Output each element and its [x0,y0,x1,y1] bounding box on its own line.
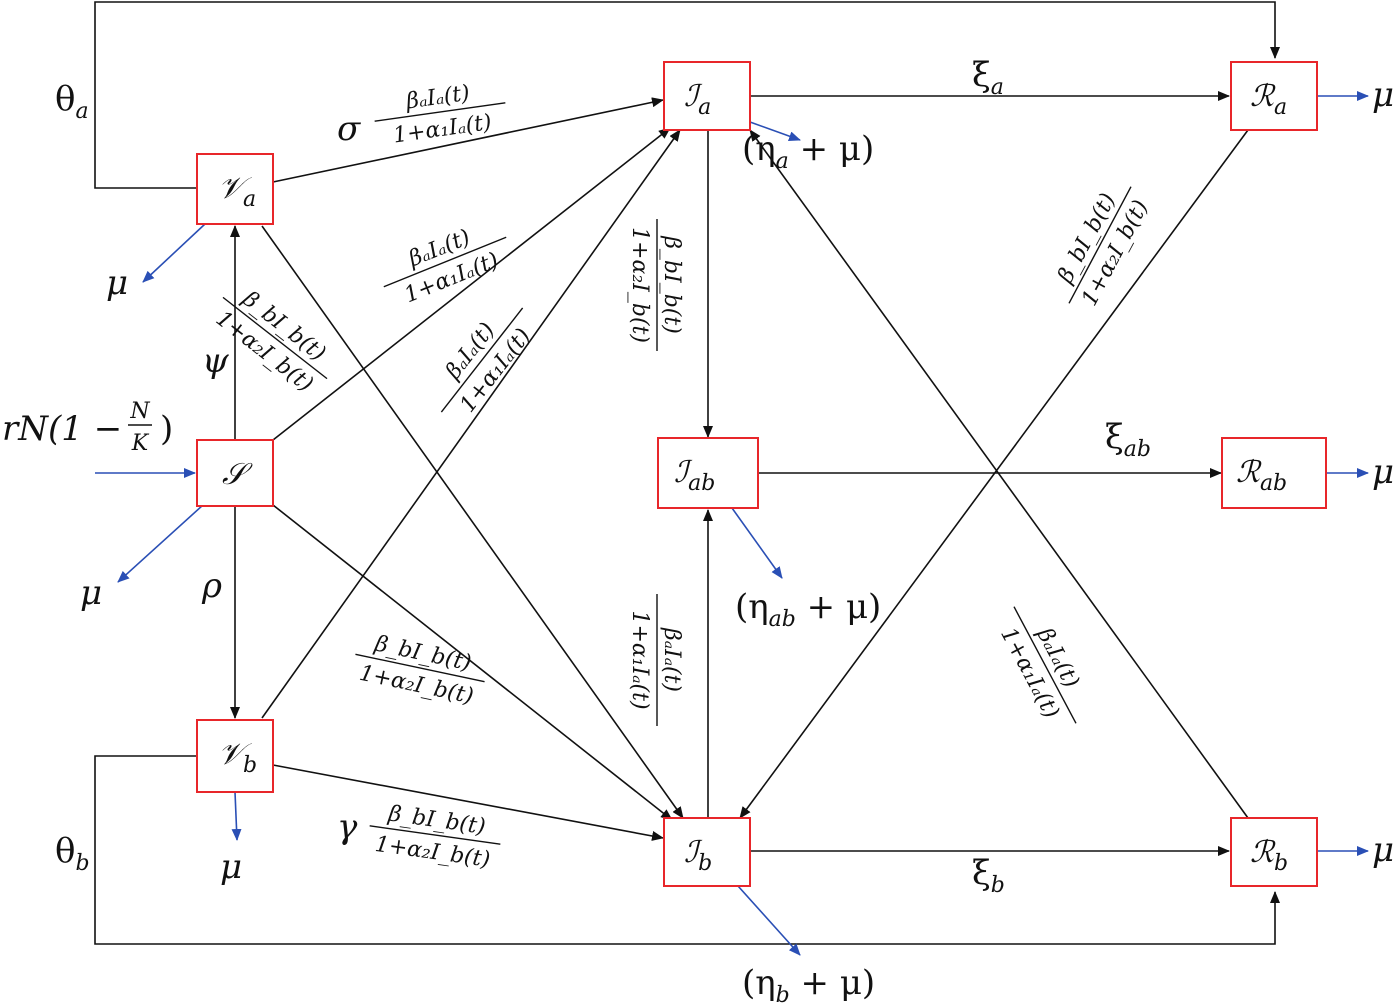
frac-ra-ib: β_bI_b(t) 1+α₂I_b(t) [1053,186,1154,310]
label-xi-ab: ξab [1105,417,1151,462]
svg-text:ℛab: ℛab [1236,455,1287,496]
edge-va-ia [272,97,664,183]
label-xi-b: ξb [972,853,1005,898]
node-vb: 𝒱b [196,719,274,793]
node-iab-sub: ab [688,471,715,496]
svg-text:1+α₂I_b(t): 1+α₂I_b(t) [627,227,652,343]
node-ra-main: ℛ [1250,79,1276,114]
node-ib: ℐb [663,817,751,887]
node-ib-sub: b [698,851,712,876]
frac-va-ib: β_bI_b(t) 1+α₂I_b(t) [211,286,330,397]
edge-s-ib [272,504,673,821]
label-eta-ab-mu: (ηab + μ) [735,587,881,632]
svg-text:β_bI_b(t): β_bI_b(t) [386,801,487,839]
svg-text:K: K [131,431,150,456]
node-va: 𝒱a [196,153,274,225]
label-psi: ψ [202,341,229,381]
svg-text:1+α₁Iₐ(t): 1+α₁Iₐ(t) [627,610,652,709]
label-theta-a: θa [55,79,89,124]
node-rab-sub: ab [1260,471,1287,496]
svg-text:β_bI_b(t): β_bI_b(t) [659,235,684,334]
svg-text:1+α₁Iₐ(t): 1+α₁Iₐ(t) [392,110,494,149]
edge-vb-mu [231,791,242,841]
label-sigma: σ [337,109,361,149]
node-ra: ℛa [1230,61,1318,131]
label-eta-b-mu: (ηb + μ) [742,963,875,1006]
edge-ia-death [749,121,801,141]
svg-text:ℛa: ℛa [1250,79,1287,120]
frac-vb-ib: β_bI_b(t) 1+α₂I_b(t) [369,801,501,873]
node-iab: ℐab [657,437,759,509]
edge-vb-rb-theta [94,755,1280,945]
edge-va-ib [261,225,684,819]
label-mu-rab: μ [1372,452,1394,492]
edge-s-mu [117,504,204,583]
node-rb: ℛb [1230,817,1318,887]
frac-va-ia: βₐIₐ(t) 1+α₁Iₐ(t) [374,81,506,149]
label-mu-vb: μ [220,847,242,887]
frac-ia-iab: β_bI_b(t) 1+α₂I_b(t) [627,219,684,351]
label-xi-a: ξa [972,55,1004,100]
label-gamma: γ [337,807,358,847]
edge-va-ra-theta [94,1,1280,189]
svg-text:ℛb: ℛb [1250,835,1288,876]
frac-ib-iab: βₐIₐ(t) 1+α₁Iₐ(t) [627,594,684,726]
node-vb-sub: b [243,753,257,778]
frac-rb-ia: βₐIₐ(t) 1+α₁Iₐ(t) [995,606,1084,724]
node-rab: ℛab [1221,437,1327,509]
node-rab-main: ℛ [1236,455,1262,490]
edge-iab-death [731,507,783,579]
label-eta-a-mu: (ηa + μ) [742,129,874,174]
svg-text:βₐIₐ(t): βₐIₐ(t) [659,627,684,692]
frac-s-ia: βₐIₐ(t) 1+α₁Iₐ(t) [383,225,507,308]
label-mu-s: μ [80,573,102,613]
node-va-sub: a [243,187,256,212]
frac-vb-ia: βₐIₐ(t) 1+α₁Iₐ(t) [440,307,536,418]
svg-text:N: N [129,399,150,424]
label-mu-rb: μ [1372,830,1394,870]
edge-vb-ib [272,764,664,841]
edge-rb-ia [749,129,1249,819]
edge-ib-death [737,885,801,956]
node-rb-sub: b [1274,851,1288,876]
edge-va-mu [142,223,206,283]
label-recruitment: rN(1 − N K ) [2,399,173,456]
node-ra-sub: a [1274,95,1287,120]
label-rho: ρ [201,566,222,606]
label-theta-b: θb [55,831,90,876]
edge-vb-ia [261,129,681,719]
label-mu-va: μ [106,263,128,303]
svg-text:): ) [160,409,173,449]
label-mu-ra: μ [1372,75,1394,115]
node-ia-sub: a [698,95,711,120]
edge-ra-ib [739,129,1249,819]
node-s: 𝒮 [196,439,274,507]
svg-text:rN(1 −: rN(1 − [2,409,122,449]
node-ia: ℐa [663,61,751,131]
node-rb-main: ℛ [1250,835,1276,870]
edge-s-ia [272,127,671,441]
frac-s-ib: β_bI_b(t) 1+α₂I_b(t) [355,631,485,709]
